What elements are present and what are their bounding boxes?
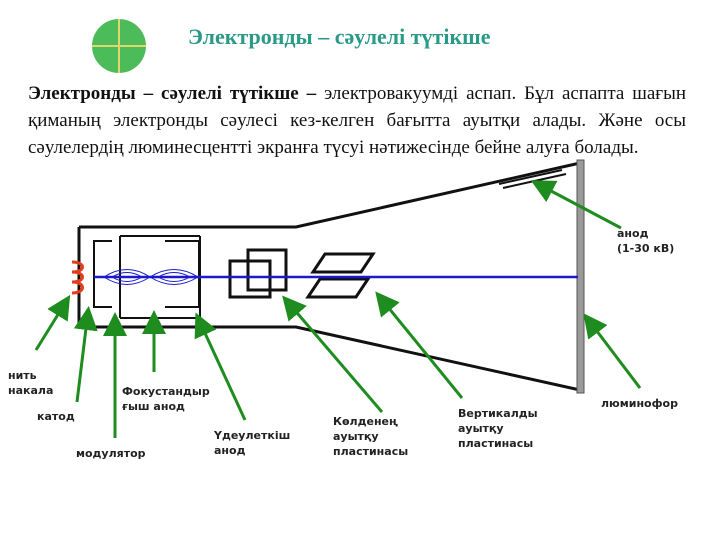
arrow-vertical [375, 291, 464, 399]
arrow-accelerating [194, 312, 247, 421]
label-phosphor: люминофор [601, 397, 678, 410]
pointer-arrows [34, 180, 642, 438]
arrow-horizontal [282, 295, 384, 413]
label-heater: нить накала [8, 369, 54, 397]
definition-text: электровакуумді аспап. Бұл аспапта шағын… [28, 83, 687, 158]
heater-coil [71, 260, 84, 295]
arrow-cathode [73, 306, 98, 403]
green-crosshair-circle-icon [92, 19, 146, 73]
page-title: Электронды – сәулелі түтікше [188, 24, 491, 49]
label-focusing-anode: Фокустандыр ғыш анод [122, 385, 210, 413]
deflection-plates [305, 252, 376, 299]
arrow-heater [34, 294, 71, 351]
label-accelerating-anode: Үдеулеткіш анод [214, 429, 291, 457]
label-vertical-plates: Вертикалды ауытқу пластинасы [458, 407, 538, 450]
label-modulator: модулятор [76, 447, 146, 460]
phosphor-screen [576, 159, 585, 394]
definition-paragraph: Электронды – сәулелі түтікше – электрова… [28, 80, 686, 161]
label-anode: анод (1-30 кВ) [617, 227, 675, 255]
accelerating-anode [228, 248, 288, 299]
definition-term: Электронды – сәулелі түтікше – [28, 83, 317, 104]
arrow-phosphor [583, 313, 642, 389]
label-horizontal-plates: Көлденең ауытқу пластинасы [333, 415, 409, 458]
label-cathode: катод [37, 410, 75, 423]
arrow-anode [530, 180, 622, 230]
